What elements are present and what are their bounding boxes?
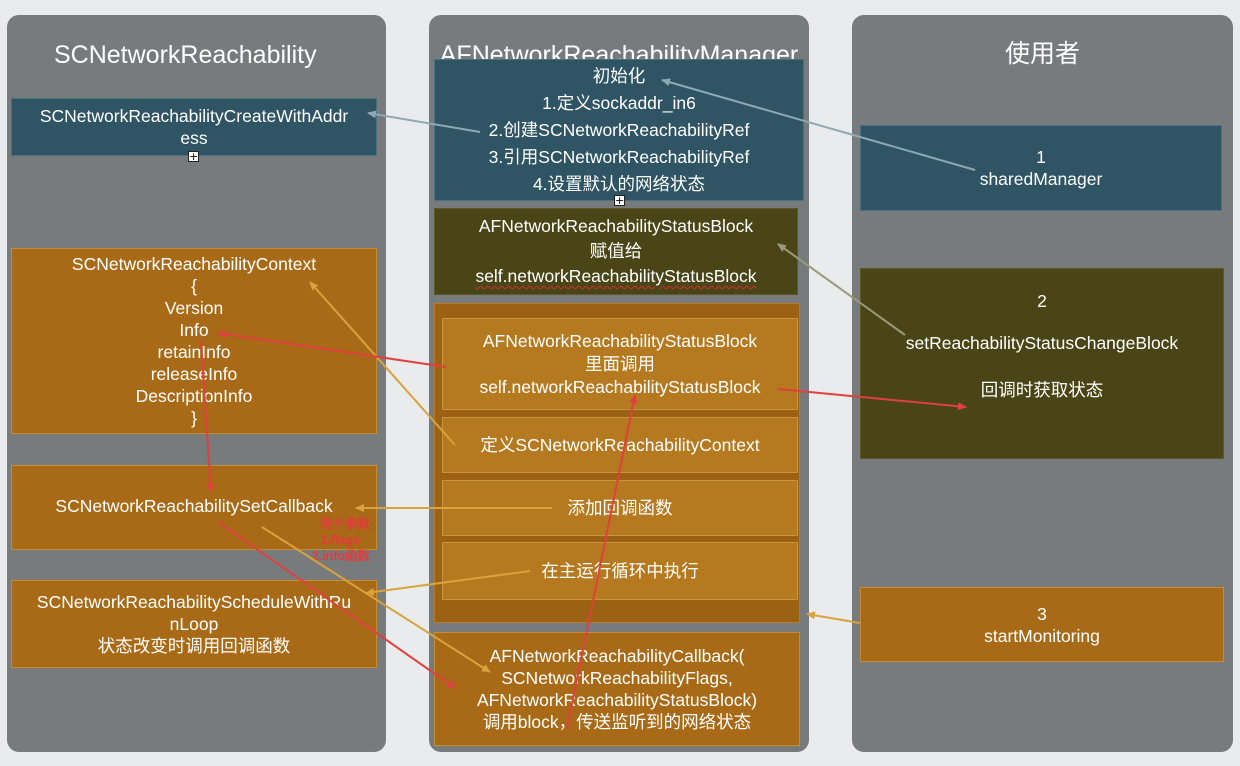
column-title-left: SCNetworkReachability [54, 41, 317, 69]
callback-line: SCNetworkReachabilityFlags, [501, 668, 733, 688]
init-line: 2.创建SCNetworkReachabilityRef [488, 119, 750, 140]
set-block-label: setReachabilityStatusChangeBlock [905, 333, 1179, 353]
reachability-callback-box: AFNetworkReachabilityCallback( SCNetwork… [434, 632, 800, 746]
start-monitoring-label: startMonitoring [984, 625, 1100, 646]
context-line: Version [164, 298, 224, 318]
callback-line: AFNetworkReachabilityStatusBlock) [476, 690, 758, 710]
context-line: } [191, 408, 197, 428]
start-monitoring-box: 3 startMonitoring [860, 587, 1224, 662]
callback-line: 调用block，传送监听到的网络状态 [482, 712, 752, 732]
context-line: { [191, 276, 197, 296]
note-line: 1.flags [320, 533, 360, 547]
init-line: 初始化 [592, 65, 646, 86]
create-line-2: ess [180, 128, 208, 148]
add-callback-label: 添加回调函数 [567, 498, 673, 518]
status-block-line: AFNetworkReachabilityStatusBlock [478, 216, 754, 236]
run-loop-label: 在主运行循环中执行 [541, 561, 699, 581]
create-line-1: SCNetworkReachabilityCreateWithAddr [39, 106, 349, 126]
init-box: 初始化 1.定义sockaddr_in6 2.创建SCNetworkReacha… [434, 59, 804, 201]
context-line: retainInfo [157, 342, 231, 362]
shared-manager-label: sharedManager [979, 169, 1103, 189]
column-title-right: 使用者 [1004, 40, 1080, 68]
expand-icon[interactable]: + [614, 194, 625, 207]
schedule-line-1: SCNetworkReachabilityScheduleWithRu [36, 592, 352, 612]
init-line: 3.引用SCNetworkReachabilityRef [488, 146, 750, 167]
context-line: Info [179, 320, 209, 340]
shared-manager-num: 1 [1036, 147, 1046, 167]
create-with-address-box: SCNetworkReachabilityCreateWithAddr ess [11, 98, 377, 156]
define-context-box: 定义SCNetworkReachabilityContext [442, 417, 798, 473]
define-context-label: 定义SCNetworkReachabilityContext [480, 435, 760, 455]
set-callback-label: SCNetworkReachabilitySetCallback [55, 495, 333, 516]
callback-params-note: 两个参数 1.flags 2.info函数 [270, 516, 370, 564]
inner-block-line: 里面调用 [585, 353, 655, 374]
context-line: DescriptionInfo [135, 386, 253, 406]
note-line: 2.info函数 [311, 549, 370, 563]
init-line: 1.定义sockaddr_in6 [542, 92, 696, 113]
set-block-result: 回调时获取状态 [980, 380, 1104, 400]
status-block-assign-box: AFNetworkReachabilityStatusBlock 赋值给 sel… [434, 208, 798, 295]
shared-manager-box: 1 sharedManager [860, 125, 1222, 211]
run-loop-box: 在主运行循环中执行 [442, 542, 798, 600]
schedule-line-3: 状态改变时调用回调函数 [97, 636, 291, 656]
schedule-with-runloop-box: SCNetworkReachabilityScheduleWithRu nLoo… [11, 580, 377, 668]
add-callback-box: 添加回调函数 [442, 480, 798, 536]
set-status-change-block-box: 2 setReachabilityStatusChangeBlock 回调时获取… [860, 268, 1224, 459]
callback-line: AFNetworkReachabilityCallback( [489, 646, 745, 666]
expand-icon[interactable]: + [188, 150, 199, 163]
inner-status-block-box: AFNetworkReachabilityStatusBlock 里面调用 se… [442, 318, 798, 410]
start-monitoring-num: 3 [1037, 603, 1047, 624]
status-block-line: 赋值给 [589, 241, 643, 261]
context-line: releaseInfo [150, 364, 238, 384]
reachability-context-box: SCNetworkReachabilityContext { Version I… [11, 248, 377, 434]
set-block-num: 2 [1037, 291, 1047, 311]
inner-block-line: AFNetworkReachabilityStatusBlock [482, 330, 758, 351]
schedule-line-2: nLoop [169, 614, 219, 634]
inner-block-line: self.networkReachabilityStatusBlock [479, 376, 761, 397]
note-line: 两个参数 [319, 517, 370, 531]
status-block-line: self.networkReachabilityStatusBlock [475, 266, 757, 286]
context-line: SCNetworkReachabilityContext [71, 254, 317, 274]
init-line: 4.设置默认的网络状态 [532, 173, 706, 194]
